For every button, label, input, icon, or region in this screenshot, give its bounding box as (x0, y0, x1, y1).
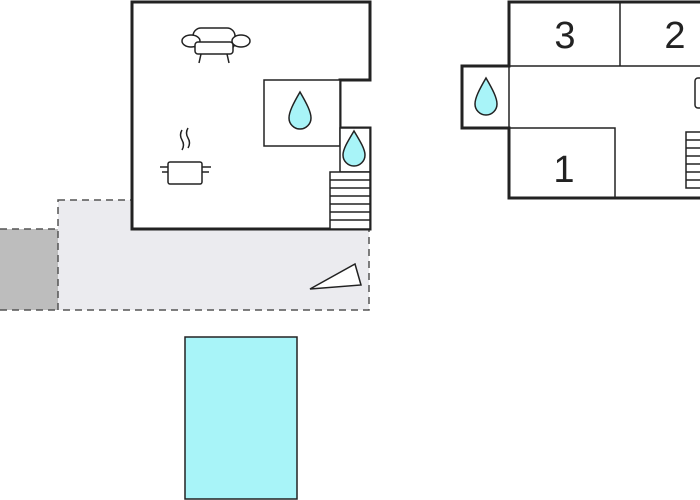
parking-area (0, 229, 58, 310)
swimming-pool (184, 336, 298, 500)
partial-fixture (694, 77, 700, 109)
cooking-pot-icon (160, 127, 211, 185)
ramp-icon (309, 262, 362, 290)
room-number-2: 2 (664, 15, 685, 57)
stairs-icon (685, 131, 700, 189)
water-drop-icon (342, 129, 366, 167)
room-number-1: 1 (553, 149, 574, 191)
water-drop-icon (474, 76, 498, 116)
stairs-icon (329, 171, 371, 230)
water-drop-icon (288, 90, 312, 130)
room-number-3: 3 (554, 15, 575, 57)
sofa-icon (181, 27, 251, 64)
upper-bedroom-1-walls (508, 127, 616, 199)
